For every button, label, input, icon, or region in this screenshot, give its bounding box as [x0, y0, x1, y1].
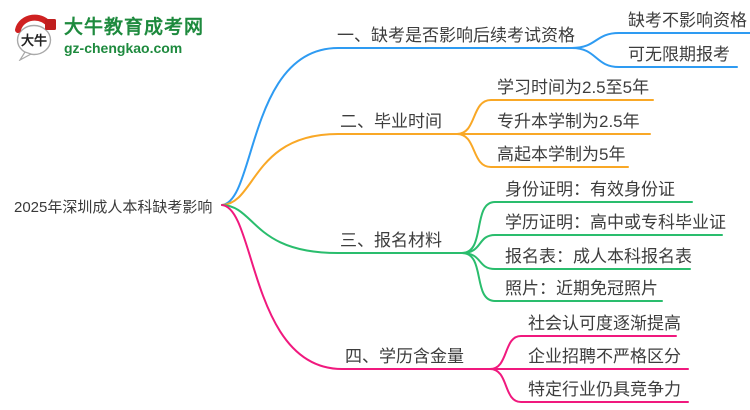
branch-4-child-3-line: [489, 368, 689, 403]
root-topic: 2025年深圳成人本科缺考影响: [14, 199, 213, 216]
branch-1-label: 一、缺考是否影响后续考试资格: [337, 26, 575, 45]
brand-text: 大牛教育成考网 gz-chengkao.com: [64, 16, 205, 56]
branch-3-child-2-line: [461, 234, 723, 254]
branch-3-line: [221, 204, 463, 254]
branch-1-child-2: 可无限期报考: [628, 45, 730, 64]
branch-4-child-1: 社会认可度逐渐提高: [528, 314, 681, 333]
branch-4-child-3: 特定行业仍具竞争力: [528, 380, 681, 399]
branch-3-child-4: 照片：近期免冠照片: [505, 279, 658, 298]
branch-1-line: [221, 47, 573, 206]
branch-4-child-2: 企业招聘不严格区分: [528, 347, 681, 366]
branch-1-child-1: 缺考不影响资格: [628, 11, 747, 30]
branch-3-child-1: 身份证明：有效身份证: [505, 180, 675, 199]
branch-4-line: [221, 204, 491, 370]
branch-1-child-2-line: [571, 47, 738, 68]
logo-bubble: [16, 24, 52, 56]
branch-1-child-1-line: [571, 32, 750, 49]
site-logo-icon: 大牛: [15, 14, 56, 61]
branch-2-label: 二、毕业时间: [340, 112, 442, 131]
logo-seal-icon: [45, 19, 56, 30]
branch-2-line: [221, 133, 458, 206]
branch-3-child-3: 报名表：成人本科报名表: [505, 247, 692, 266]
site-url: gz-chengkao.com: [64, 39, 183, 56]
branch-2-child-1: 学习时间为2.5至5年: [497, 78, 650, 97]
site-brand: 大牛 大牛教育成考网 gz-chengkao.com: [12, 13, 204, 61]
logo-characters: 大牛: [21, 33, 47, 48]
site-name: 大牛教育成考网: [64, 16, 205, 38]
branch-2-child-2: 专升本学制为2.5年: [497, 112, 640, 131]
branch-4-child-1-line: [489, 335, 677, 370]
branch-3-child-2: 学历证明：高中或专科毕业证: [505, 213, 726, 232]
branch-3-label: 三、报名材料: [340, 231, 442, 250]
branch-3-child-4-line: [461, 252, 663, 302]
branch-2-child-1-line: [456, 99, 654, 135]
branch-4-label: 四、学历含金量: [345, 347, 464, 366]
branch-2-child-3: 高起本学制为5年: [497, 145, 626, 164]
branch-3-child-1-line: [461, 201, 693, 254]
branch-2-child-3-line: [456, 133, 629, 168]
logo-bubble-tail: [18, 51, 33, 61]
